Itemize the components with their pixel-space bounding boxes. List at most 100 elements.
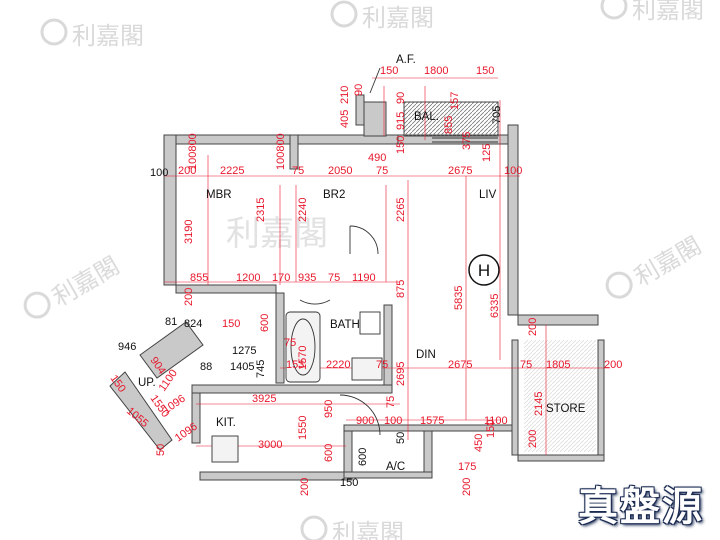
ricacorp-logo-icon — [600, 0, 628, 20]
fixtures — [211, 67, 498, 463]
watermark-text: 利嘉閣 — [48, 251, 124, 311]
wall-kit-left — [191, 392, 201, 444]
dimension-label: 157 — [449, 92, 461, 110]
dimension-label: 200 — [527, 430, 539, 448]
room-labels: MBR BR2 LIV DIN BATH KIT. STORE A/C UP. … — [138, 54, 586, 473]
dimension-label: 75 — [284, 337, 296, 349]
wall-store-right — [597, 339, 605, 461]
room-label-kit: KIT. — [216, 417, 236, 429]
dimension-label: 1275 — [232, 345, 256, 357]
dimension-label: 946 — [118, 341, 136, 353]
dimension-label: 150 — [380, 65, 398, 77]
hatched-areas — [403, 101, 596, 452]
dimension-label: 1550 — [297, 416, 309, 440]
room-label-store: STORE — [546, 403, 586, 415]
ricacorp-logo-icon — [40, 18, 68, 46]
wall-ac-bottom — [343, 471, 433, 479]
dimension-label: 6335 — [489, 294, 501, 318]
watermark-text: 利嘉閣 — [226, 214, 328, 254]
dimension-label: 1405 — [230, 361, 254, 373]
room-label-br2: BR2 — [323, 189, 345, 201]
dimension-label: 75 — [520, 359, 532, 371]
af-leader — [369, 67, 381, 94]
dimension-label: 200 — [527, 318, 539, 336]
unit-marker-label: H — [478, 261, 490, 280]
toilet-icon — [359, 311, 381, 335]
wall-store-bottom — [517, 454, 605, 462]
dimension-label: 153 — [286, 359, 304, 371]
door-kit-arc — [339, 394, 381, 436]
dimension-label: 90 — [395, 92, 407, 104]
dimension-labels: 150 1800 150 405 210 90 90 915 150 855 1… — [108, 65, 623, 496]
wall-kit-bottom — [199, 471, 347, 481]
dimension-label: 210 — [339, 86, 351, 104]
door-br2-arc — [349, 225, 379, 255]
watermark: 利嘉閣 — [40, 18, 144, 50]
wall-right — [507, 124, 519, 316]
dimension-label: 3000 — [258, 439, 282, 451]
dimension-label: 2145 — [533, 392, 545, 416]
dimension-label: 100800 — [187, 133, 199, 170]
dimension-label: 88 — [200, 361, 212, 373]
dimension-label: 170 — [272, 272, 290, 284]
dimension-label: 745 — [255, 360, 267, 378]
dimension-label: 1800 — [424, 65, 448, 77]
unit-marker-circle — [468, 254, 500, 286]
dimension-label: 5835 — [453, 286, 465, 310]
true-listing-badge: 真盤源 — [578, 484, 704, 530]
watermark-text: 利嘉閣 — [362, 4, 434, 32]
dimension-label: 75 — [385, 396, 397, 408]
dimension-label: 200 — [604, 359, 622, 371]
wall-mbr-br2 — [289, 134, 299, 170]
room-label-liv: LIV — [479, 189, 497, 201]
wall-mbr-bottom — [175, 284, 277, 294]
dimension-label: 200 — [183, 288, 195, 306]
room-label-bath: BATH — [330, 319, 360, 331]
wall-din-bottom — [343, 424, 513, 432]
door-bath-arc — [299, 299, 331, 305]
unit-marker: H — [468, 254, 500, 286]
dimension-label: 1096 — [161, 393, 188, 417]
room-label-af: A.F. — [396, 54, 416, 66]
dimension-label: 855 — [190, 272, 208, 284]
ricacorp-logo-icon — [300, 515, 328, 540]
wall-up-left — [109, 371, 173, 451]
ricacorp-logo-icon — [330, 0, 358, 28]
dimension-label: 915 — [395, 112, 407, 130]
dimension-label: 450 — [473, 434, 485, 452]
kitchen-sink-icon — [211, 435, 239, 463]
dimension-label: 75 — [328, 272, 340, 284]
dimension-label: 2695 — [395, 362, 407, 386]
dimension-label: 100 — [384, 415, 402, 427]
dimension-label: 200 — [461, 478, 473, 496]
dimension-label: 375 — [461, 132, 473, 150]
dimension-label: 150 — [476, 65, 494, 77]
dimension-label: 3190 — [183, 220, 195, 244]
dimension-label: 875 — [395, 280, 407, 298]
room-label-mbr: MBR — [206, 189, 232, 201]
wall-ac-right — [423, 424, 433, 476]
room-label-din: DIN — [416, 349, 436, 361]
wall-af-edge — [355, 94, 365, 126]
wall-bath-right — [383, 304, 393, 386]
watermark: 利嘉閣 — [330, 0, 434, 32]
watermark: 利嘉閣 — [23, 251, 124, 319]
dimension-label: 705 — [491, 106, 503, 124]
dimension-label: 2315 — [255, 198, 267, 222]
dimension-label: 935 — [298, 272, 316, 284]
ricacorp-logo-icon — [605, 271, 633, 299]
bathtub-basin-icon — [290, 318, 316, 376]
dimension-label: 2050 — [328, 165, 352, 177]
dimension-label: 2240 — [297, 198, 309, 222]
watermark: 利嘉閣 — [300, 515, 404, 540]
dimension-label: 1575 — [420, 415, 444, 427]
dimension-label: 1190 — [352, 272, 376, 284]
room-label-ac: A/C — [386, 461, 405, 473]
dimension-label: 75 — [292, 165, 304, 177]
washbasin-icon — [351, 357, 383, 381]
wall-kit-top — [191, 384, 393, 394]
dimension-label: 1100 — [484, 415, 508, 427]
dimension-label: 100 — [504, 165, 522, 177]
watermark-text: 利嘉閣 — [632, 0, 704, 24]
dimension-label: 824 — [184, 318, 202, 330]
